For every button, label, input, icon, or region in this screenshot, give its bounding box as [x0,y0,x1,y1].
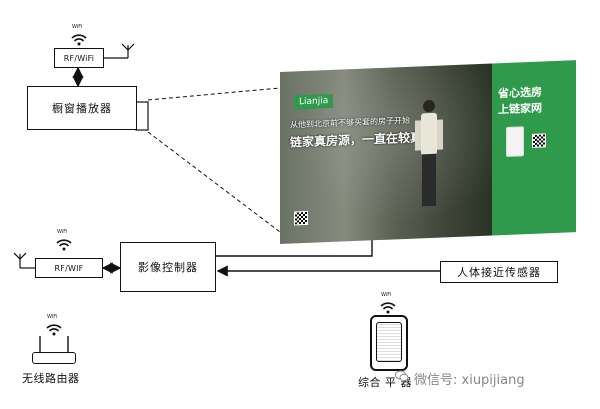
wechat-icon [395,370,409,382]
window-player-box: 橱窗播放器 [27,86,137,130]
wifi-icon [56,239,72,251]
antenna-y-left [13,252,27,260]
rf-wifi-module-top: RF/WiFi [54,48,104,68]
window-player-label: 橱窗播放器 [52,102,112,115]
billboard-qr-code [294,210,308,226]
proximity-sensor-box: 人体接近传感器 [440,261,558,283]
tablet-icon [370,315,408,371]
terminal-label: 综合 平 器 [358,376,412,389]
wireless-router-icon [32,352,76,364]
billboard-brand: Lianjia [294,93,334,110]
rf-wifi-label: RF/WiFi [63,53,95,63]
billboard-display: Lianjia 从他到北京前不够买套的房子开始 链家真房源，一直在较真 省心选房… [280,60,576,244]
billboard-green-line1: 省心选房 [498,85,542,101]
image-controller-label: 影像控制器 [138,261,198,274]
wifi-label: WiFi [72,24,83,30]
player-port [135,101,149,131]
wifi-icon [380,302,396,314]
rf-wif-module-left: RF/WIF [35,258,103,278]
wifi-label: WiFi [381,292,392,298]
wireless-router-label: 无线路由器 [22,372,80,385]
billboard-phone-image [506,126,524,157]
projection-bottom [147,131,281,233]
antenna-y-top [121,43,135,51]
image-controller-box: 影像控制器 [120,242,216,292]
wifi-icon [71,34,87,46]
wifi-label: WiFi [57,229,68,235]
person-figure [415,100,443,207]
projection-top [147,87,281,101]
wifi-label: WiFi [47,314,58,320]
wifi-icon [46,324,62,336]
billboard-green-line2: 上链家网 [498,101,542,117]
proximity-sensor-label: 人体接近传感器 [457,266,541,279]
rf-wif-label: RF/WIF [54,263,84,273]
billboard-photo: Lianjia 从他到北京前不够买套的房子开始 链家真房源，一直在较真 [280,63,492,244]
billboard-qr-code [532,133,546,148]
watermark-text: 微信号: xiupijiang [414,373,525,388]
